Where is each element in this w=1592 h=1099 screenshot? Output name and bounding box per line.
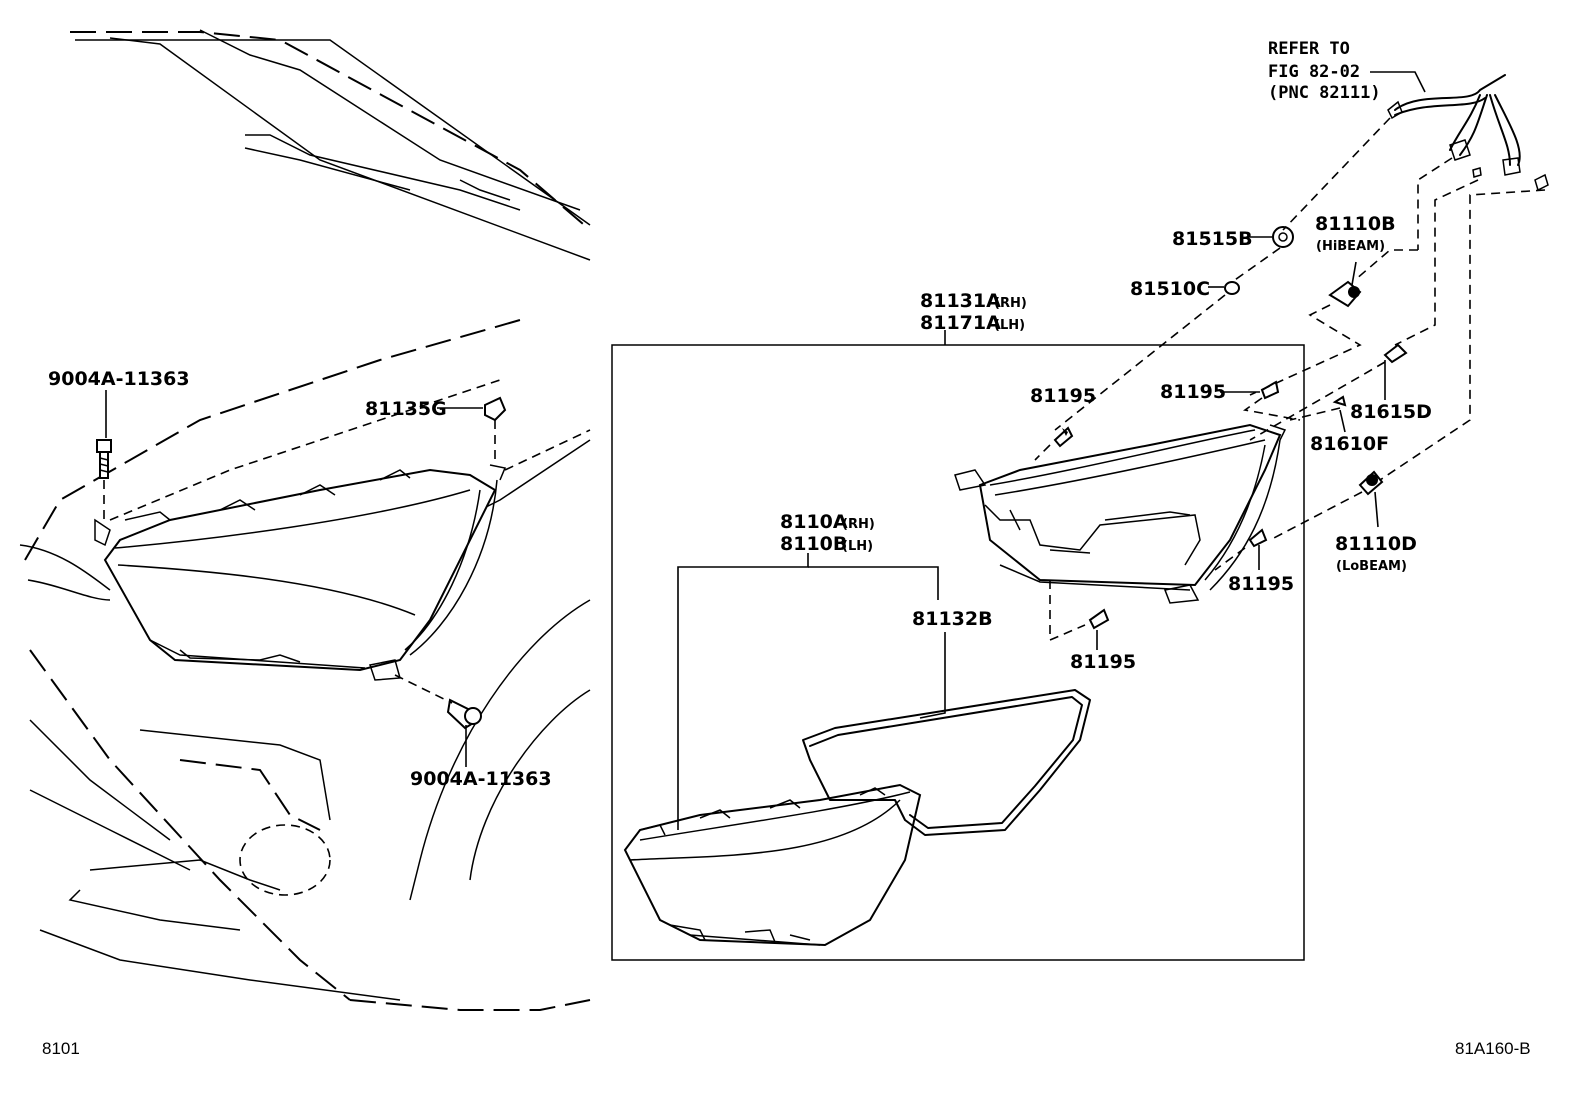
- headlamp-housing-drawing: [623, 783, 922, 947]
- label-81615d: 81615D: [1350, 401, 1432, 423]
- label-8110b: 8110B: [780, 533, 847, 555]
- headlamp-assembly-drawing: [954, 423, 1287, 604]
- wiring-harness-drawing: [1387, 74, 1549, 192]
- label-8110a: 8110A: [780, 511, 848, 533]
- label-81171a-suffix: (LH): [994, 318, 1025, 333]
- label-81195-c: 81195: [1228, 573, 1294, 595]
- footer-right-code: 81A160-B: [1455, 1039, 1531, 1058]
- installed-headlamp-drawing: [94, 464, 507, 681]
- label-81195-b: 81195: [1160, 381, 1226, 403]
- label-81135g: 81135G: [365, 398, 447, 420]
- footer-left-code: 8101: [42, 1039, 80, 1058]
- bulbs-and-sockets-drawing: [1224, 226, 1408, 496]
- label-9004a-bottom: 9004A-11363: [410, 768, 552, 790]
- screw-81195-drawings: [1034, 380, 1301, 642]
- bolt-9004a-top-drawing: [96, 439, 112, 525]
- label-hibeam: (HiBEAM): [1316, 239, 1385, 254]
- label-81132b: 81132B: [912, 608, 993, 630]
- label-81131a: 81131A: [920, 290, 1001, 312]
- label-9004a-top: 9004A-11363: [48, 368, 190, 390]
- part-labels: REFER TO FIG 82-02 (PNC 82111) 81515B 81…: [48, 39, 1432, 790]
- clip-81135g-drawing: [484, 396, 507, 462]
- bolt-9004a-bottom-drawing: [394, 674, 482, 730]
- label-81510c: 81510C: [1130, 278, 1210, 300]
- label-81195-a: 81195: [1030, 385, 1096, 407]
- assembly-box: [611, 344, 1305, 961]
- label-81110b: 81110B: [1315, 213, 1396, 235]
- label-81195-d: 81195: [1070, 651, 1136, 673]
- label-lobeam: (LoBEAM): [1336, 559, 1407, 574]
- label-81131a-suffix: (RH): [994, 296, 1027, 311]
- refer-fig-label: FIG 82-02: [1268, 62, 1360, 82]
- dashed-connection-lines: [1054, 117, 1546, 541]
- label-8110b-suffix: (LH): [842, 539, 873, 554]
- label-81171a: 81171A: [920, 312, 1001, 334]
- gasket-81132b-drawing: [802, 689, 1091, 836]
- vehicle-body-outline: [19, 29, 591, 1011]
- label-81610f: 81610F: [1310, 433, 1389, 455]
- label-81110d: 81110D: [1335, 533, 1417, 555]
- leader-lines: [105, 71, 1426, 830]
- refer-pnc-label: (PNC 82111): [1268, 83, 1381, 103]
- label-8110a-suffix: (RH): [842, 517, 875, 532]
- label-81515b: 81515B: [1172, 228, 1253, 250]
- refer-to-label: REFER TO: [1268, 39, 1350, 59]
